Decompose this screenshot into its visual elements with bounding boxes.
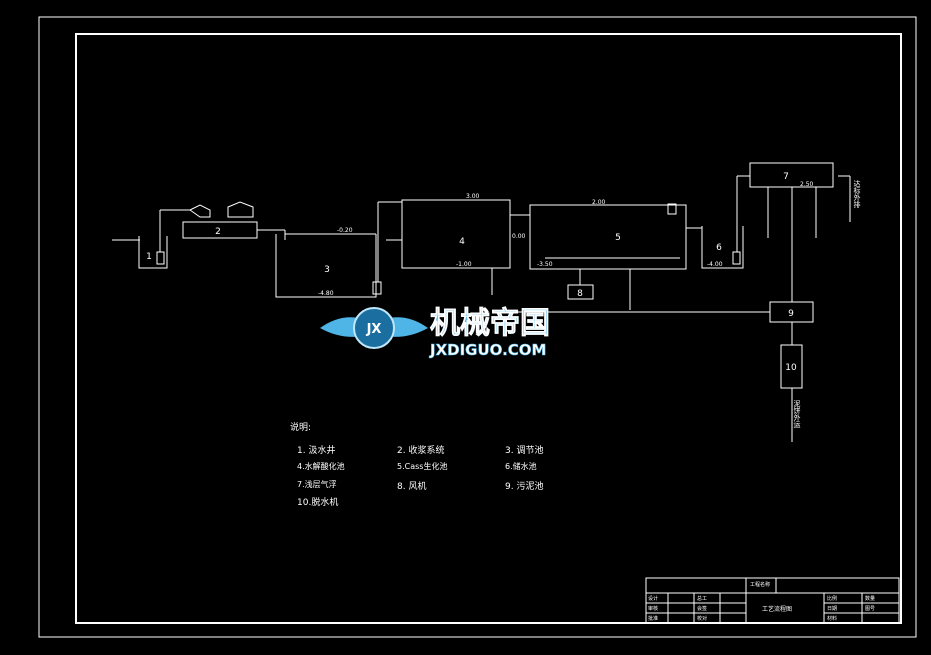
unit-number: 10: [785, 363, 797, 373]
level-mark: 2.50: [800, 181, 814, 188]
pump-3: [372, 281, 382, 295]
notes-title: 说明:: [290, 423, 312, 433]
outer-frame: [38, 16, 917, 638]
legend-item: 4.水解酸化池: [297, 462, 345, 471]
unit-number: 8: [577, 289, 583, 299]
pump-6: [732, 251, 741, 265]
tank-4: [401, 199, 511, 269]
inner-frame: [75, 33, 902, 624]
level-mark: 3.00: [466, 193, 480, 200]
level-mark: -4.00: [707, 261, 723, 268]
level-mark: 2.00: [592, 199, 606, 206]
level-mark: -0.20: [337, 227, 353, 234]
legend-item: 3. 调节池: [505, 446, 544, 456]
tank-5: [529, 204, 687, 270]
unit-number: 5: [615, 233, 621, 243]
tank-3: [275, 234, 377, 298]
title-block-col-label: 图号: [865, 606, 876, 612]
title-block-drawing-title: 工艺流程图: [762, 606, 793, 613]
tank-6: [701, 226, 744, 269]
title-block-small-title: 工程名称: [750, 582, 771, 588]
title-block: [645, 577, 900, 624]
unit-number: 1: [146, 252, 152, 262]
watermark-url: JXDIGUO.COM: [429, 341, 546, 359]
unit-number: 9: [788, 309, 794, 319]
watermark-brand: 机械帝国: [430, 306, 550, 341]
title-block-mid-label: 总工: [697, 596, 708, 602]
level-mark: 0.00: [512, 233, 526, 240]
legend-item: 9. 污泥池: [505, 482, 544, 492]
legend-item: 8. 风机: [397, 482, 427, 492]
legend-item: 6.储水池: [505, 462, 537, 471]
title-block-mid-label: 会签: [697, 606, 708, 612]
legend-item: 10.脱水机: [297, 498, 339, 508]
legend-item: 2. 收浆系统: [397, 446, 445, 456]
svg-text:JX: JX: [366, 322, 382, 337]
sludge-cake-label: 泥饼外运: [793, 400, 801, 429]
unit-2-fan-b: [227, 201, 254, 218]
unit-2-fan-a: [189, 204, 211, 218]
unit-7-box: [749, 162, 834, 188]
legend-item: 7.浅层气浮: [297, 480, 337, 489]
unit-number: 4: [459, 237, 465, 247]
title-block-col-label: 日期: [827, 606, 838, 612]
jx-badge-icon: JX: [320, 307, 428, 349]
title-block-col-label: 比例: [827, 596, 838, 602]
unit-number: 6: [716, 243, 722, 253]
title-block-row-label: 设计: [648, 596, 659, 602]
level-mark: -4.80: [318, 290, 334, 297]
title-block-row-label: 批准: [648, 616, 659, 622]
pump-1: [156, 251, 165, 265]
legend-item: 5.Cass生化池: [397, 462, 448, 471]
unit-number: 2: [215, 227, 221, 237]
unit-number: 7: [783, 172, 789, 182]
title-block-col-label: 数量: [865, 596, 876, 602]
title-block-col-label: 材料: [827, 616, 838, 622]
title-block-mid-label: 校对: [697, 616, 708, 622]
level-mark: -3.50: [537, 261, 553, 268]
tank-1: [138, 236, 168, 269]
title-block-row-label: 审核: [648, 606, 659, 612]
outfall-label: 达标外排: [853, 179, 861, 209]
unit-number: 3: [324, 265, 330, 275]
level-mark: -1.00: [456, 261, 472, 268]
legend-item: 1. 汲水井: [297, 446, 336, 456]
